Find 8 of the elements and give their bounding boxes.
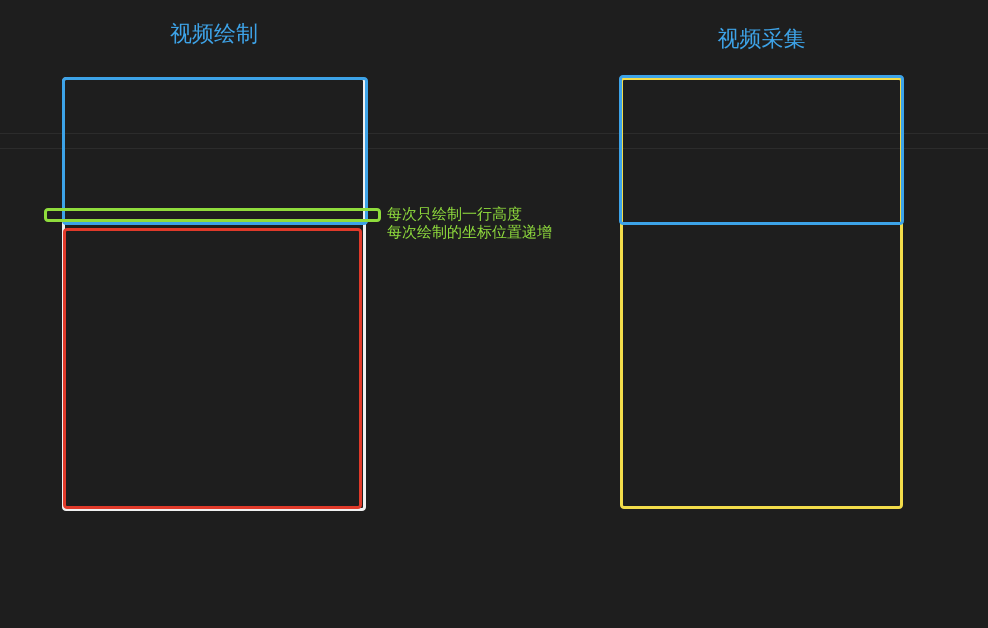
annotation-text: 每次绘制的坐标位置递增 bbox=[387, 223, 552, 241]
heading: 视频绘制 bbox=[169, 21, 259, 49]
box-outline bbox=[44, 208, 381, 222]
annotation-text: 每次只绘制一行高度 bbox=[387, 205, 522, 223]
heading: 视频采集 bbox=[716, 26, 806, 54]
box-outline bbox=[62, 77, 368, 225]
box-outline bbox=[619, 75, 904, 225]
box-outline bbox=[63, 228, 362, 509]
